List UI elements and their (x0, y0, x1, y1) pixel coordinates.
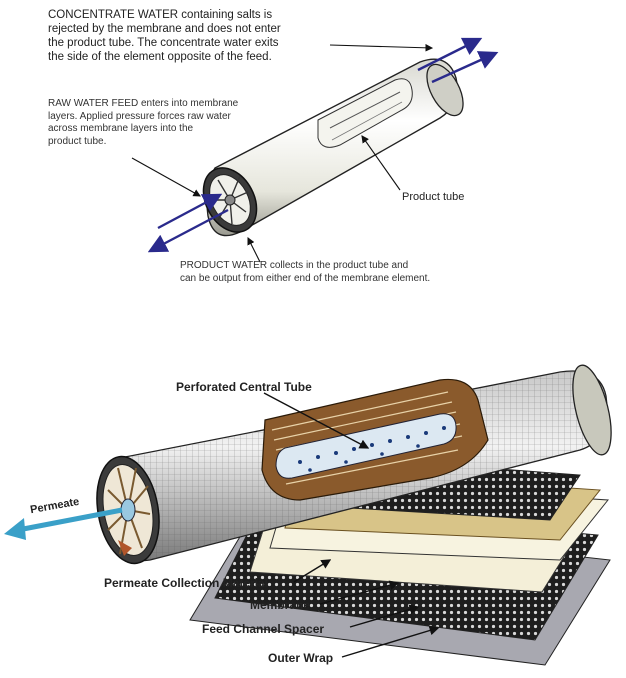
product-water-text: PRODUCT WATER collects in the product tu… (180, 260, 431, 284)
top-pointer-arrows (131, 43, 434, 263)
perforated-central-tube-label: Perforated Central Tube (176, 380, 312, 394)
product-tube-line (329, 91, 401, 129)
permeate-collection-material-label: Permeate Collection Material (104, 576, 269, 590)
concentrate-arrow-1 (417, 37, 483, 72)
top-flow-arrows (147, 37, 499, 253)
product-tube-label: Product tube (402, 191, 465, 203)
far-end-cap (426, 63, 464, 117)
membrane-label: Membrane (250, 598, 311, 612)
bottom-near-end-cap (96, 455, 160, 565)
outer-wrap-label: Outer Wrap (268, 651, 334, 665)
product-arrow (147, 208, 229, 253)
raw-water-feed-text: RAW WATER FEED enters into membrane laye… (48, 98, 239, 147)
bottom-pointer-arrows (263, 392, 440, 658)
concentrate-water-text: CONCENTRATE WATER containing salts is re… (48, 9, 281, 63)
feed-arrow (157, 193, 223, 230)
bottom-far-end-cap (572, 364, 612, 456)
cutaway-window (317, 78, 413, 148)
top-membrane-element (202, 58, 464, 237)
concentrate-arrow-2 (431, 51, 499, 84)
permeate-arrow (4, 507, 123, 540)
bottom-membrane-element (4, 364, 612, 666)
tube-perforations (298, 426, 446, 472)
feed-channel-spacer-label: Feed Channel Spacer (202, 622, 325, 636)
